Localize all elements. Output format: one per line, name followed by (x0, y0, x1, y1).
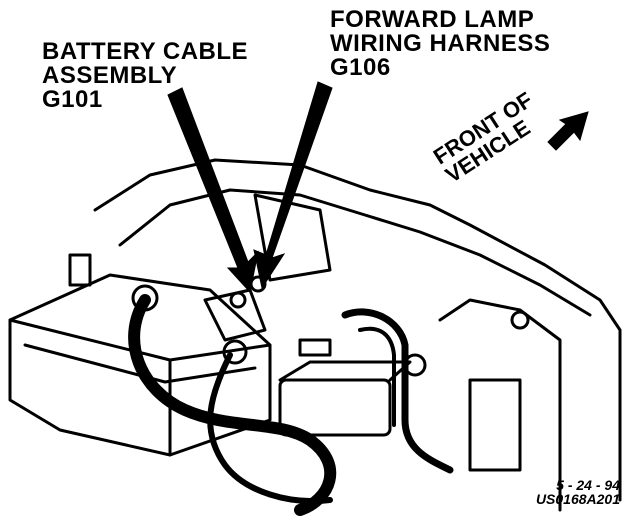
ground-bracket (203, 288, 267, 342)
battery-cable-2 (207, 352, 333, 504)
battery-terminal-negative (222, 339, 248, 365)
radiator-support (93, 158, 622, 502)
clamp (298, 338, 332, 357)
battery-callout-line-1: BATTERY CABLE (42, 38, 249, 65)
wiring-harness (341, 308, 454, 474)
front-arrow-icon (547, 111, 589, 151)
bolt-2 (510, 310, 530, 330)
radiator-support-inner (118, 188, 592, 317)
stamp-code: US0168A201 (535, 491, 620, 507)
wiring-harness-2 (358, 326, 396, 427)
harness-callout-line-3: G106 (330, 54, 391, 81)
core-support-panel (253, 193, 332, 282)
battery-terminal-positive (131, 284, 159, 312)
ground-stud-g101 (229, 291, 247, 309)
battery-callout-line-3: G101 (42, 86, 103, 113)
battery-cable (128, 294, 337, 516)
fender-edge (438, 298, 562, 512)
harness-callout-line-1: FORWARD LAMP (330, 6, 535, 33)
arrow-forward-lamp (253, 81, 333, 290)
battery-callout-line-2: ASSEMBLY (42, 62, 178, 89)
stamp-date: 5 - 24 - 94 (556, 477, 620, 493)
bracket-left (68, 253, 92, 287)
arrow-battery-cable (167, 87, 259, 294)
figure-stamp: 5 - 24 - 94 US0168A201 (536, 478, 620, 506)
bracket-right (468, 378, 522, 472)
harness-callout-line-2: WIRING HARNESS (330, 30, 551, 57)
relay-box-top (278, 360, 412, 382)
bolt-1 (403, 353, 427, 377)
relay-box (278, 378, 392, 437)
battery-cable-callout: BATTERY CABLE ASSEMBLY G101 (42, 40, 248, 112)
battery-case (8, 273, 272, 457)
forward-lamp-callout: FORWARD LAMP WIRING HARNESS G106 (330, 8, 550, 80)
